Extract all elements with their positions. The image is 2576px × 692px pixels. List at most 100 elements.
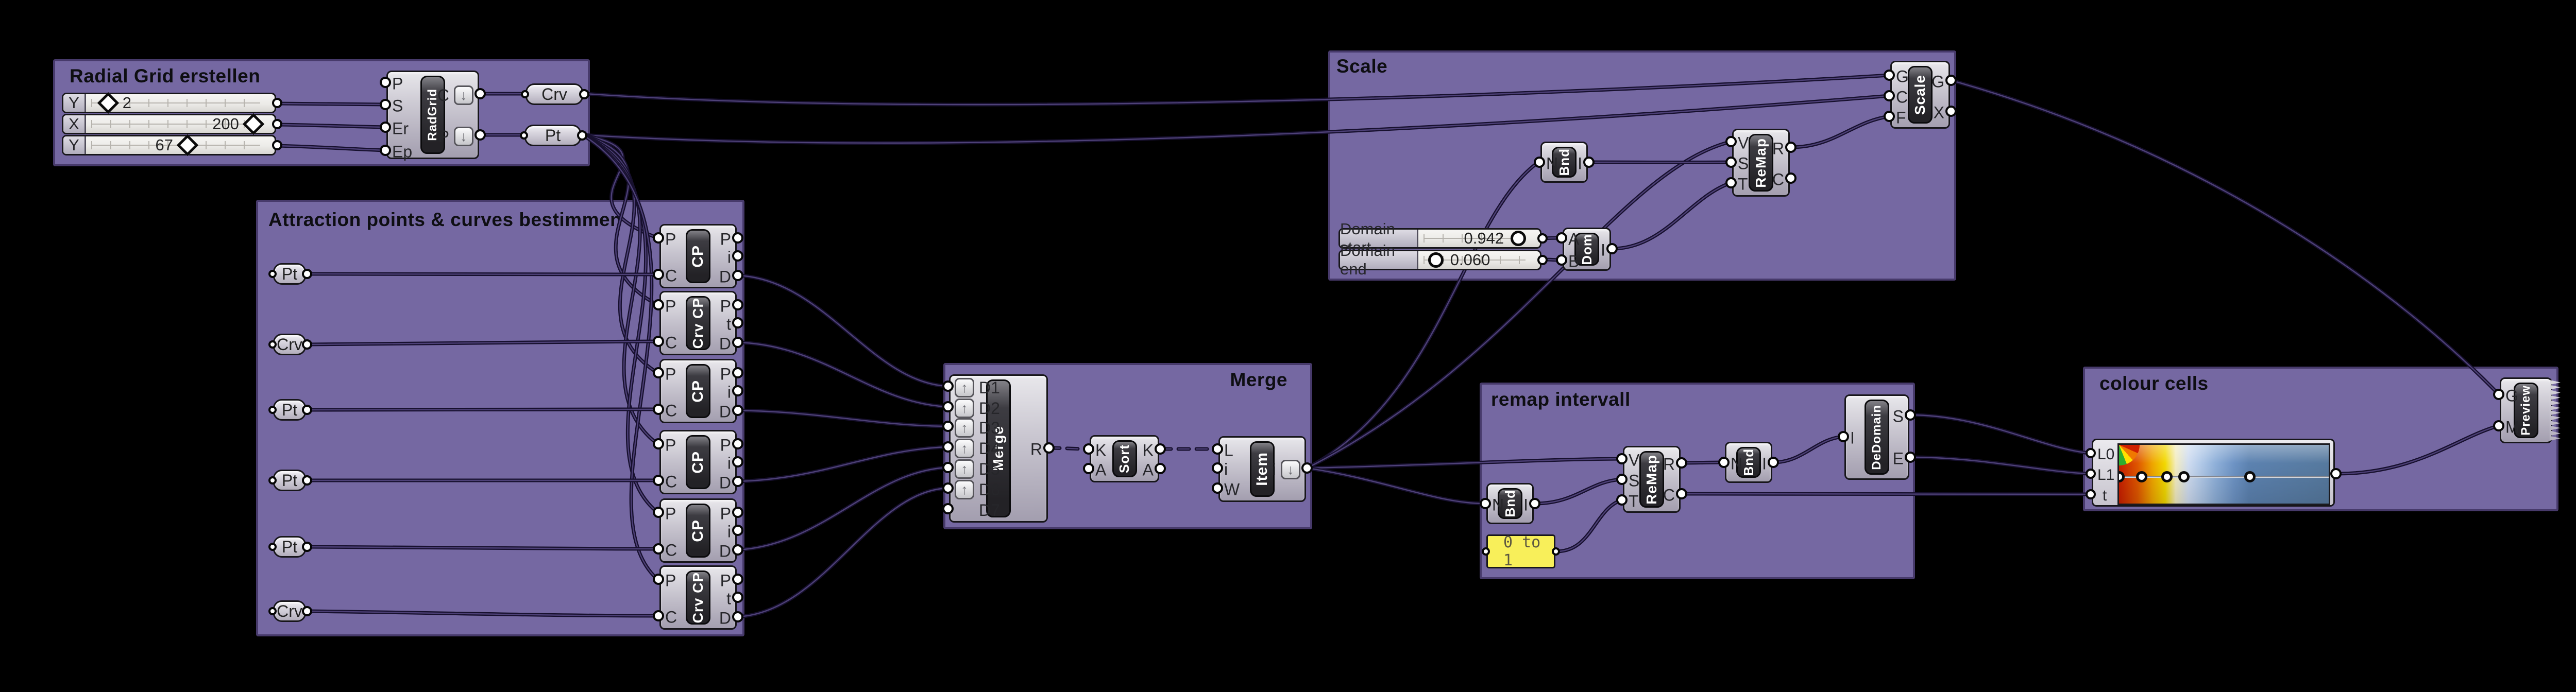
port-scale-G-in[interactable] bbox=[1884, 70, 1895, 81]
port-cp4-C-in[interactable] bbox=[653, 543, 664, 555]
port-sort-A-in[interactable] bbox=[1083, 463, 1094, 474]
port-crv1-in[interactable] bbox=[268, 340, 277, 349]
port-merge-R-out[interactable] bbox=[1043, 442, 1055, 454]
port-cp3-P-in[interactable] bbox=[653, 438, 664, 449]
port-preview-M-in[interactable] bbox=[2493, 420, 2504, 431]
gradient-knot-0[interactable] bbox=[2119, 471, 2125, 482]
port-panel-in[interactable] bbox=[1482, 547, 1490, 556]
graft-icon[interactable]: ↑ bbox=[955, 378, 974, 397]
port-merge-D2-in[interactable] bbox=[942, 401, 954, 412]
port-bnd-remap1-N-in[interactable] bbox=[1480, 498, 1491, 509]
port-bnd-remap2-N-in[interactable] bbox=[1718, 457, 1730, 468]
port-cp4-i-out[interactable] bbox=[732, 525, 743, 536]
port-cp1-C-in[interactable] bbox=[653, 269, 664, 280]
port-gradient-L0-in[interactable] bbox=[2086, 448, 2096, 458]
port-cp3-i-out[interactable] bbox=[732, 456, 743, 468]
flatten-icon[interactable]: ↓ bbox=[1281, 460, 1300, 479]
port-dom-B-in[interactable] bbox=[1556, 254, 1567, 266]
param-crv-crv2[interactable]: Crv bbox=[273, 600, 306, 622]
port-preview-G-in[interactable] bbox=[2493, 389, 2504, 400]
port-cp1-D-out[interactable] bbox=[732, 270, 743, 281]
port-crvcp2-P-out[interactable] bbox=[732, 574, 743, 585]
flatten-icon[interactable]: ↓ bbox=[454, 85, 473, 105]
port-radgrid-Er-in[interactable] bbox=[380, 122, 391, 133]
graft-icon[interactable]: ↑ bbox=[955, 480, 974, 499]
slider-knob[interactable] bbox=[242, 113, 265, 135]
port-pt2-in[interactable] bbox=[268, 406, 277, 414]
port-merge-D7-in[interactable] bbox=[942, 503, 954, 514]
port-radgrid-S-in[interactable] bbox=[380, 99, 391, 110]
port-remap-remap-S-in[interactable] bbox=[1616, 474, 1628, 485]
port-scale-F-in[interactable] bbox=[1884, 111, 1895, 122]
port-remap-scale-T-in[interactable] bbox=[1725, 177, 1737, 188]
gradient-area[interactable] bbox=[2117, 443, 2330, 505]
graft-icon[interactable]: ↑ bbox=[955, 439, 974, 458]
port-merge-D3-in[interactable] bbox=[942, 421, 954, 432]
port-radgrid-C-out[interactable] bbox=[474, 88, 486, 99]
port-bnd-remap1-I-out[interactable] bbox=[1529, 498, 1540, 509]
port-gradient-L1-in[interactable] bbox=[2086, 469, 2096, 479]
port-sort-K-out[interactable] bbox=[1155, 443, 1166, 455]
port-slider-domain-start-out[interactable] bbox=[1537, 233, 1548, 244]
port-item-L-in[interactable] bbox=[1212, 443, 1223, 455]
port-cp4-P-out[interactable] bbox=[732, 507, 743, 518]
port-radgrid-P-out[interactable] bbox=[474, 129, 486, 141]
port-sort-K-in[interactable] bbox=[1083, 443, 1094, 455]
port-panel-out[interactable] bbox=[1552, 547, 1560, 556]
port-cp3-D-out[interactable] bbox=[732, 476, 743, 487]
port-radgrid-Ep-in[interactable] bbox=[380, 145, 391, 156]
param-pt-pt1[interactable]: Pt bbox=[273, 263, 306, 285]
port-remap-scale-S-in[interactable] bbox=[1725, 157, 1737, 168]
component-merge[interactable]: Merge↑D1↑D2↑D3↑D4↑D5↑D6↑D7R bbox=[949, 374, 1048, 523]
port-bnd-scale-N-in[interactable] bbox=[1534, 157, 1545, 168]
port-cp1-P-in[interactable] bbox=[653, 232, 664, 244]
port-pt4-out[interactable] bbox=[302, 542, 312, 552]
gradient-knot-4[interactable] bbox=[2244, 471, 2256, 482]
port-cp2-i-out[interactable] bbox=[732, 385, 743, 396]
port-crv2-in[interactable] bbox=[268, 607, 277, 615]
port-pt-out-out[interactable] bbox=[577, 130, 587, 141]
port-pt3-out[interactable] bbox=[302, 475, 312, 486]
port-cp1-P-out[interactable] bbox=[732, 232, 743, 244]
port-crvcp1-P-in[interactable] bbox=[653, 299, 664, 310]
graft-icon[interactable]: ↑ bbox=[955, 459, 974, 479]
port-crv2-out[interactable] bbox=[302, 606, 312, 616]
param-crv-crv1[interactable]: Crv bbox=[273, 334, 306, 355]
slider-knob[interactable] bbox=[1428, 252, 1444, 268]
slider-knob[interactable] bbox=[176, 134, 199, 157]
port-cp2-P-out[interactable] bbox=[732, 367, 743, 378]
port-dedomain-I-in[interactable] bbox=[1838, 431, 1849, 442]
port-cp2-C-in[interactable] bbox=[653, 404, 664, 415]
port-remap-remap-C-out[interactable] bbox=[1676, 488, 1687, 499]
port-crvcp2-C-in[interactable] bbox=[653, 610, 664, 621]
port-crvcp1-C-in[interactable] bbox=[653, 336, 664, 347]
port-item-W-in[interactable] bbox=[1212, 482, 1223, 494]
port-remap-scale-R-out[interactable] bbox=[1785, 142, 1797, 153]
param-pt-pt2[interactable]: Pt bbox=[273, 399, 306, 421]
port-pt4-in[interactable] bbox=[268, 543, 277, 551]
port-dedomain-E-out[interactable] bbox=[1905, 452, 1916, 463]
port-pt1-out[interactable] bbox=[302, 269, 312, 279]
param-pt-pt4[interactable]: Pt bbox=[273, 536, 306, 558]
port-radgrid-P-in[interactable] bbox=[380, 77, 391, 88]
